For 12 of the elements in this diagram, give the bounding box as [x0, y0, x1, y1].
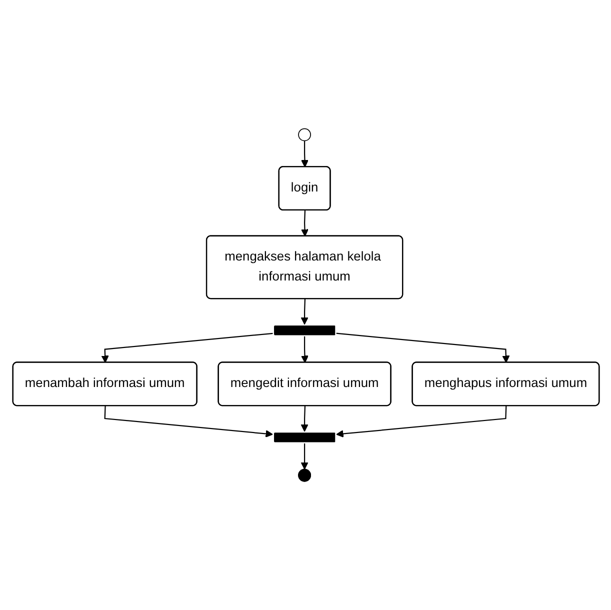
arrow	[100, 332, 272, 363]
arrow	[300, 140, 308, 168]
arrow	[336, 406, 506, 438]
node-circle	[298, 128, 310, 142]
arrow	[336, 332, 510, 363]
arrow	[300, 406, 308, 432]
arrow	[300, 443, 308, 470]
arrow	[104, 406, 273, 438]
arrow	[300, 298, 308, 325]
arrow	[300, 336, 308, 363]
activity-diagram: login mengakses halaman kelola informasi umum menambah informasi umum mengedit informasi umum menghapus informasi umum	[6, 5, 606, 605]
arrow	[300, 210, 308, 237]
